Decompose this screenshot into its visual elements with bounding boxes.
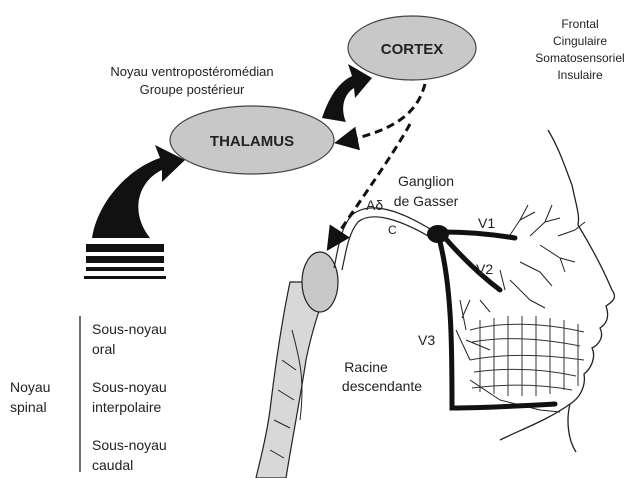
- subnucleus-oral-line1: Sous-noyau: [92, 321, 167, 337]
- principal-sensory-nucleus: [302, 252, 338, 312]
- descending-root-label: Racine descendante: [342, 359, 422, 394]
- spinal-nucleus-legend: Noyau spinal Sous-noyau oral Sous-noyau …: [10, 316, 167, 473]
- v3-label: V3: [418, 332, 435, 348]
- thalamic-nucleus-posterior: Groupe postérieur: [140, 82, 245, 97]
- dentition-illustration: [470, 316, 584, 396]
- thalamic-nuclei-label: Noyau ventropostéromédian Groupe postéri…: [110, 64, 273, 97]
- a-delta-fiber-label: Aδ: [366, 197, 383, 213]
- thalamic-nucleus-vpm: Noyau ventropostéromédian: [110, 64, 273, 79]
- v1-label: V1: [478, 215, 495, 231]
- thalamocortical-arrow: [322, 64, 372, 122]
- spinothalamic-arrow: [92, 145, 185, 238]
- v2-label: V2: [476, 261, 493, 277]
- ganglion-label: Ganglion de Gasser: [394, 173, 459, 209]
- subnucleus-interpolaire-line1: Sous-noyau: [92, 379, 167, 395]
- subnucleus-caudal-line1: Sous-noyau: [92, 437, 167, 453]
- v1-branch: [445, 232, 515, 238]
- trigeminal-nerve-branches: [440, 232, 555, 408]
- stacked-base-bars: [84, 244, 166, 279]
- cortex-area-insulaire: Insulaire: [557, 68, 603, 82]
- subnucleus-caudal-line2: caudal: [92, 457, 133, 473]
- descending-root-label-line1: Racine: [344, 359, 388, 375]
- gasserian-ganglion: [427, 225, 449, 243]
- cortex-area-frontal: Frontal: [561, 17, 598, 31]
- nerve-ramifications: [456, 205, 585, 412]
- cortex-to-thalamus-dashed-arrow: [340, 84, 425, 142]
- thalamus-label: THALAMUS: [210, 133, 294, 150]
- c-fiber-label: C: [388, 223, 397, 237]
- spinal-nucleus-label-line1: Noyau: [10, 379, 50, 395]
- subnucleus-interpolaire-line2: interpolaire: [92, 399, 161, 415]
- cortex-areas-list: Frontal Cingulaire Somatosensoriel Insul…: [535, 17, 624, 82]
- cortex-label: CORTEX: [381, 41, 444, 58]
- subnucleus-oral-line2: oral: [92, 341, 115, 357]
- spinal-nucleus-label-line2: spinal: [10, 399, 47, 415]
- ganglion-label-line2: de Gasser: [394, 193, 459, 209]
- ganglion-label-line1: Ganglion: [398, 173, 454, 189]
- cortex-area-cingulaire: Cingulaire: [553, 34, 607, 48]
- corticofugal-dashed-arrows: [330, 84, 425, 246]
- cortex-area-somatosensoriel: Somatosensoriel: [535, 51, 624, 65]
- descending-root-label-line2: descendante: [342, 378, 422, 394]
